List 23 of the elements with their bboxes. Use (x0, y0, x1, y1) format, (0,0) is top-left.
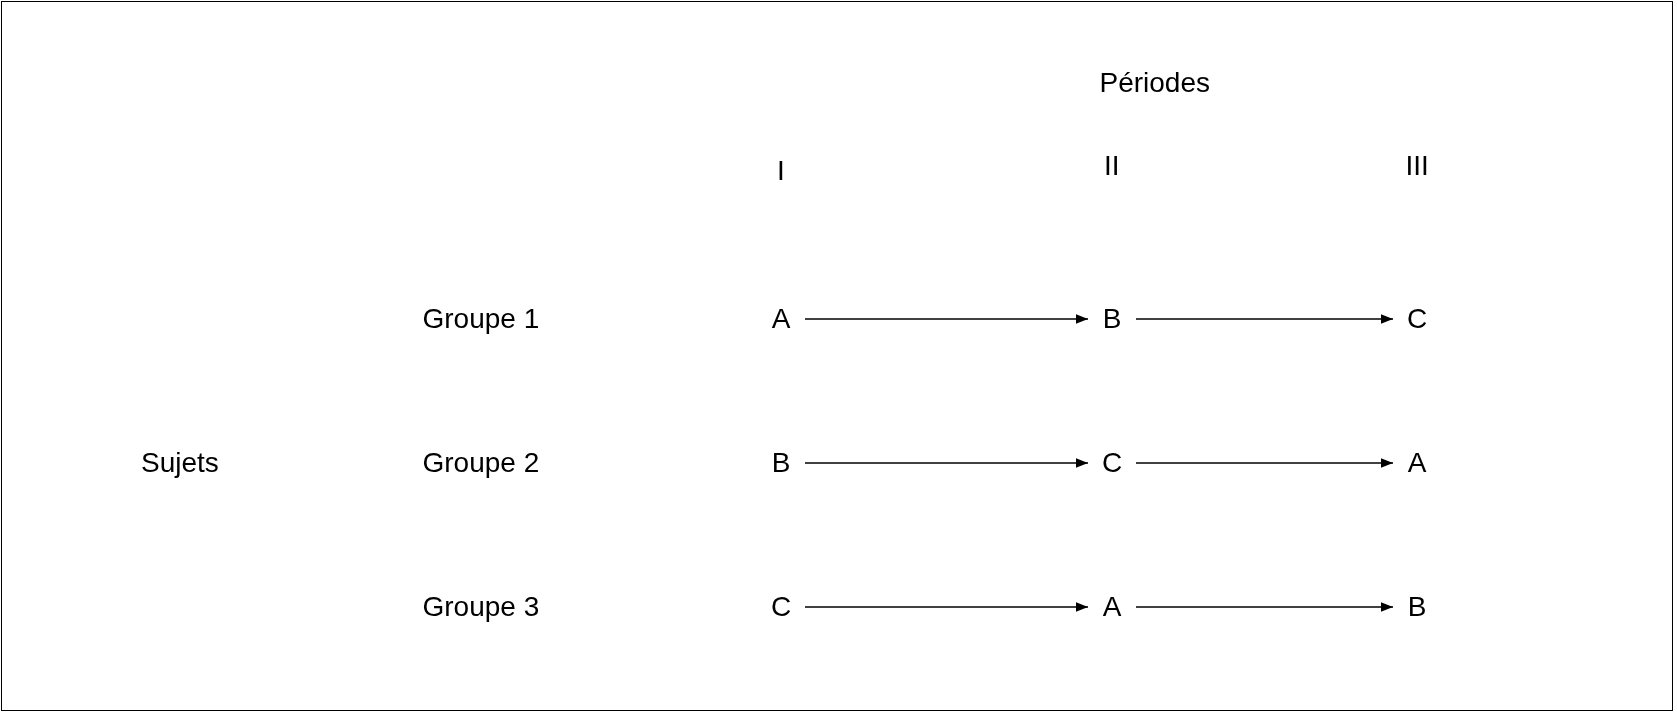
arrow (1135, 314, 1394, 324)
treatment-label: A (1397, 446, 1437, 480)
row-label: Groupe 2 (422, 446, 540, 480)
row-label: Groupe 1 (422, 302, 540, 336)
treatment-label: A (761, 302, 801, 336)
row-label: Groupe 3 (422, 590, 540, 624)
treatment-label: C (1092, 446, 1132, 480)
arrow (804, 458, 1089, 468)
arrow (1135, 458, 1394, 468)
treatment-label: B (1397, 590, 1437, 624)
axis-title: Périodes (1099, 66, 1210, 100)
column-header: I (777, 154, 785, 188)
treatment-label: B (1092, 302, 1132, 336)
axis-title: Sujets (141, 446, 219, 480)
column-header: III (1405, 149, 1429, 183)
arrow (1135, 602, 1394, 612)
treatment-label: A (1092, 590, 1132, 624)
treatment-label: C (761, 590, 801, 624)
treatment-label: B (761, 446, 801, 480)
column-header: II (1104, 149, 1120, 183)
arrow (804, 602, 1089, 612)
arrow (804, 314, 1089, 324)
treatment-label: C (1397, 302, 1437, 336)
